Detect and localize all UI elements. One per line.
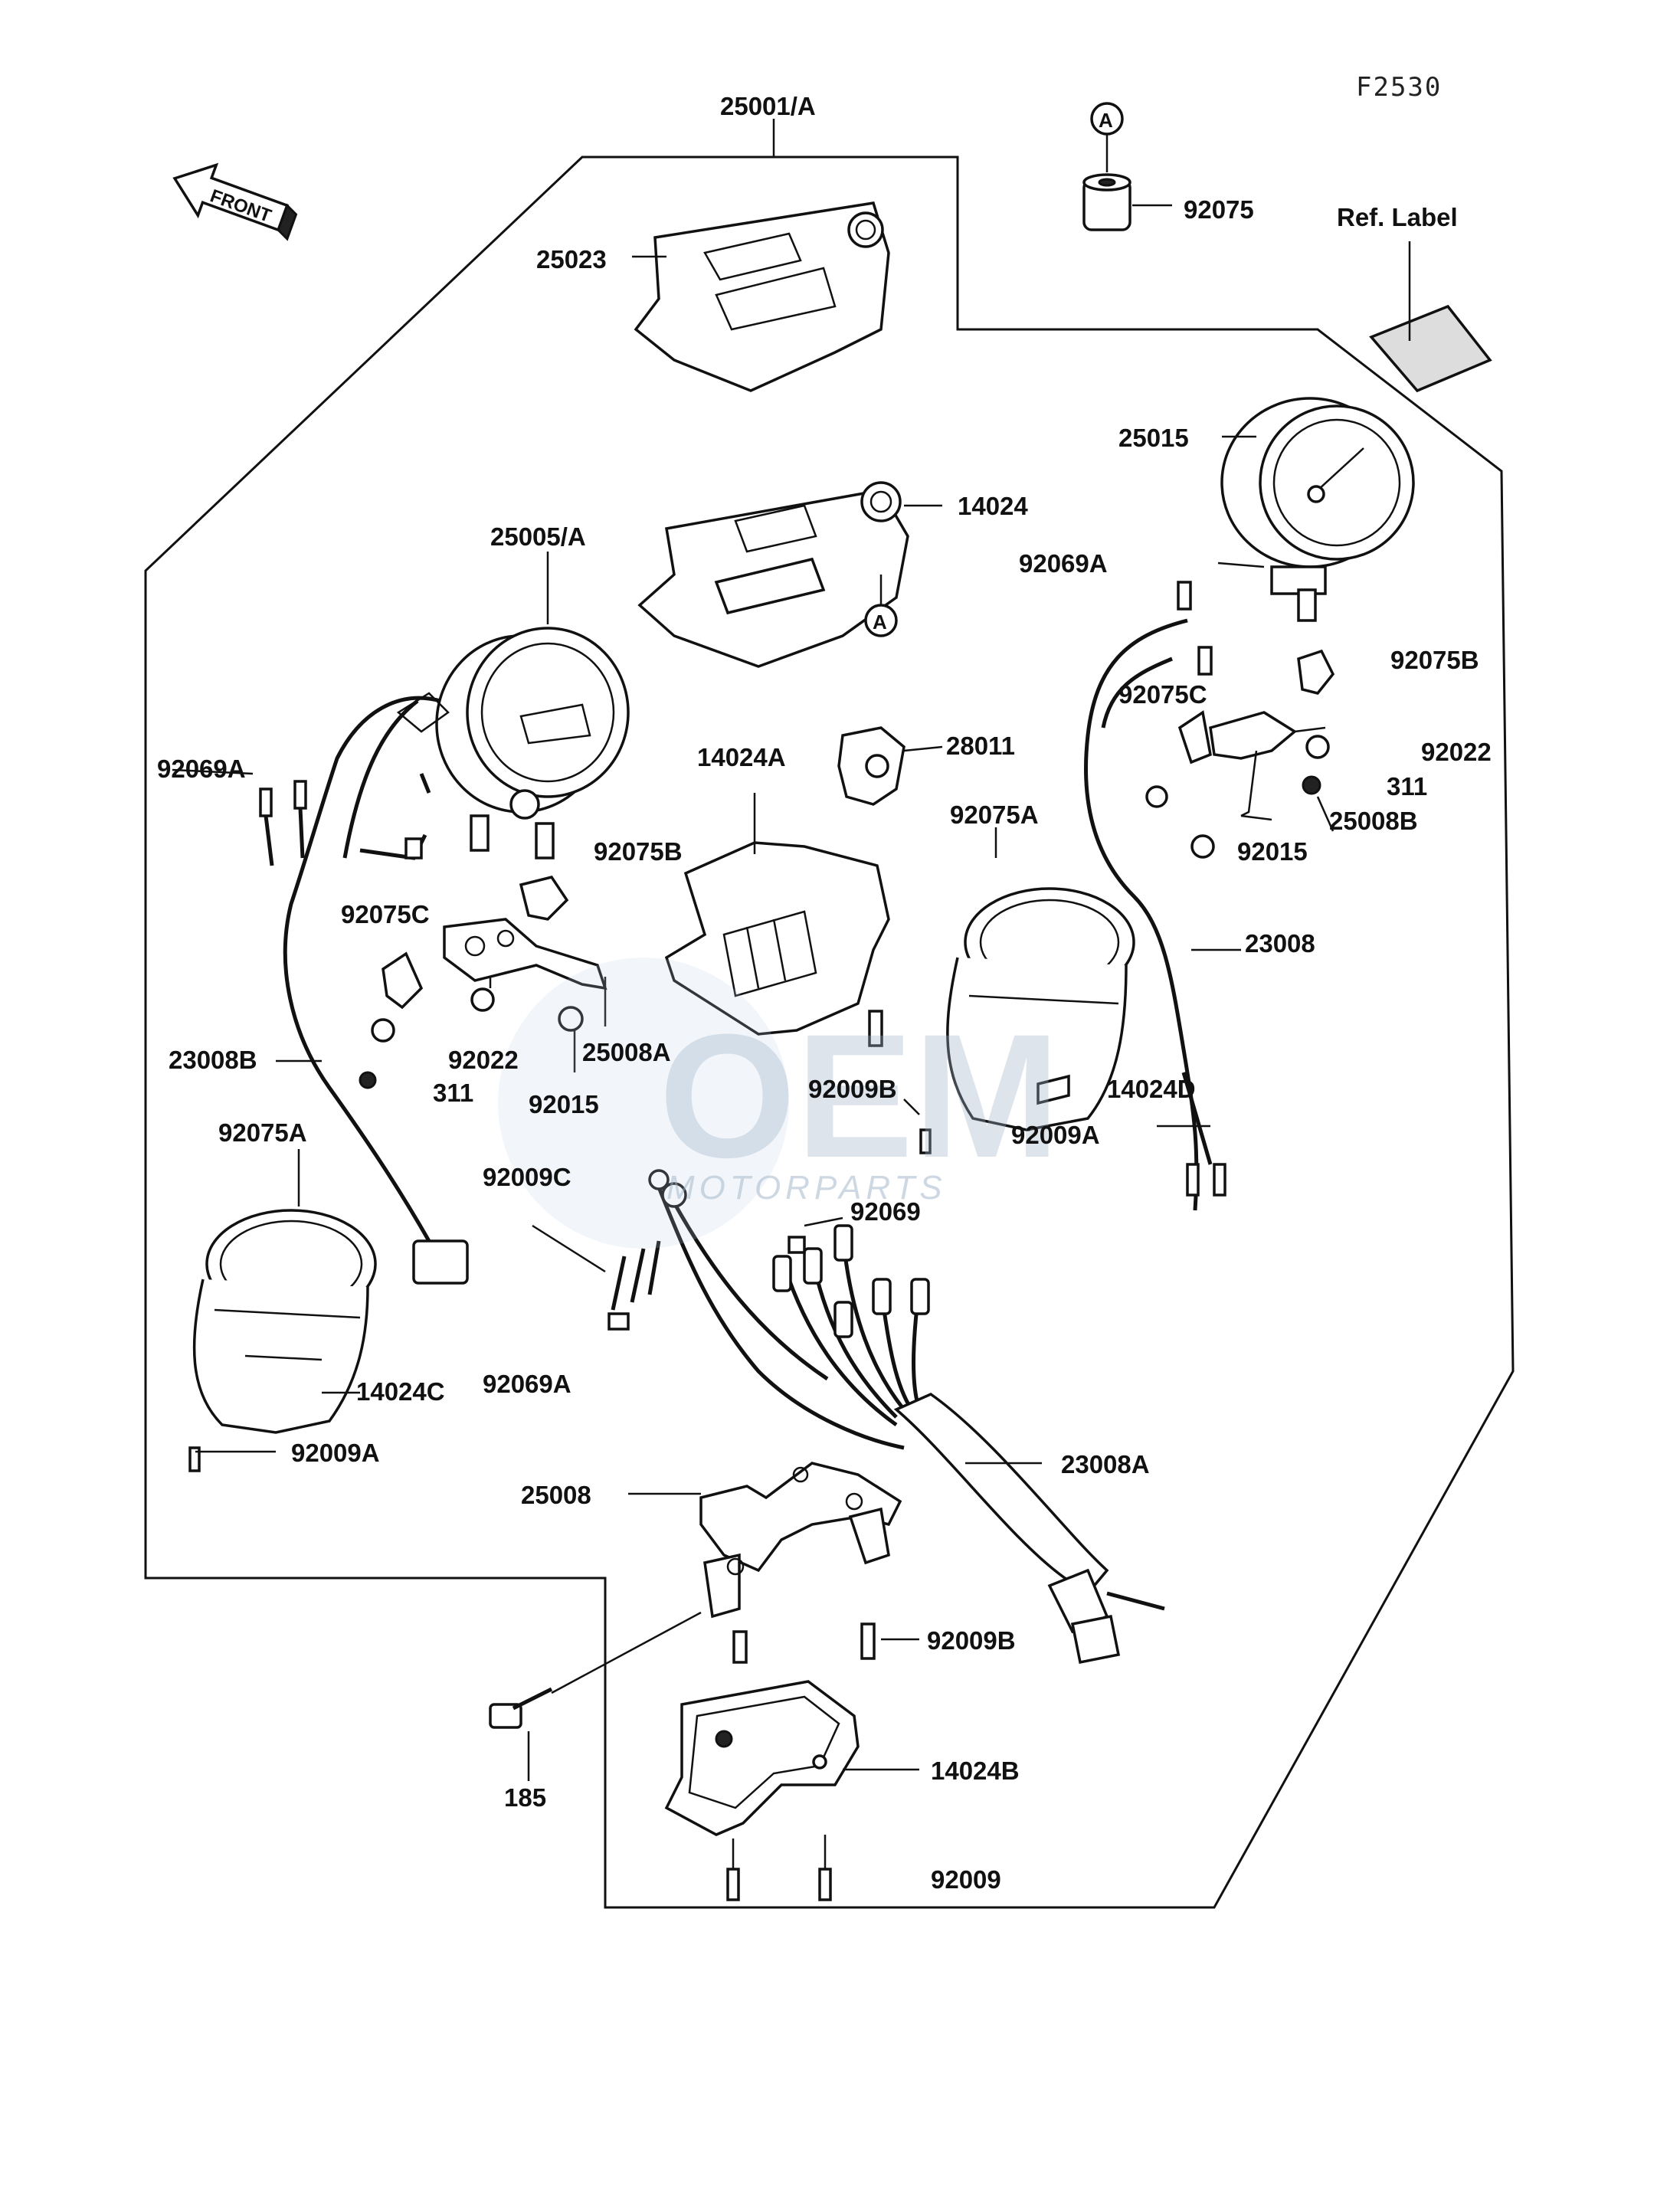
- marker-a-circle-top: A: [1090, 102, 1124, 136]
- part-label: 92075C: [341, 900, 430, 928]
- part-label: 25023: [536, 245, 607, 273]
- part-label: 185: [504, 1783, 546, 1812]
- part-label: 92015: [529, 1090, 599, 1118]
- svg-text:A: A: [1099, 109, 1113, 132]
- part-label: 92069: [850, 1197, 921, 1226]
- part-label: 92069A: [1019, 549, 1108, 578]
- tachometer-part: [1220, 397, 1415, 622]
- speedometer-part: [435, 552, 630, 859]
- upper-meter-cover-part: [632, 201, 890, 392]
- part-label: 25008: [521, 1481, 591, 1509]
- ref-label-text: Ref. Label: [1337, 203, 1458, 231]
- part-label: 25001/A: [720, 92, 816, 120]
- left-meter-bracket-part: [359, 876, 607, 1089]
- part-label: 92009: [931, 1865, 1001, 1894]
- left-meter-boot-part: [188, 1149, 377, 1472]
- sensor-socket-part: [837, 726, 943, 806]
- marker-a-circle-cover: A: [864, 604, 898, 637]
- rubber-damper-part: [1082, 134, 1172, 231]
- meter-cover-part: [637, 481, 942, 668]
- part-label: 23008B: [169, 1046, 257, 1074]
- watermark-logo: OEM MOTORPARTS: [498, 958, 1060, 1249]
- right-meter-harness-part: [1084, 581, 1241, 1211]
- part-label: 92009C: [483, 1163, 571, 1191]
- part-label: 14024B: [931, 1757, 1020, 1785]
- part-label: 92075: [1184, 195, 1254, 224]
- part-label: 92015: [1237, 837, 1308, 866]
- part-label: 92009A: [1011, 1121, 1100, 1149]
- main-meter-harness-part: [607, 1169, 1165, 1665]
- part-label: 311: [433, 1079, 473, 1107]
- part-label: 92009A: [291, 1439, 380, 1467]
- lower-meter-cover-part: [664, 1680, 919, 1901]
- part-label: 92009B: [808, 1075, 897, 1103]
- assembly-boundary: [144, 156, 1515, 1909]
- part-label: 92075A: [218, 1118, 307, 1147]
- part-label: 92075C: [1118, 680, 1207, 709]
- main-meter-bracket-part: [551, 1462, 919, 1694]
- part-label: 23008A: [1061, 1450, 1150, 1478]
- part-label: 14024D: [1107, 1075, 1196, 1103]
- part-label: 14024: [958, 492, 1028, 520]
- part-label: 92069A: [157, 755, 246, 783]
- right-meter-bracket-part: [1145, 649, 1335, 859]
- part-label: 92069A: [483, 1370, 571, 1398]
- svg-text:MOTORPARTS: MOTORPARTS: [666, 1169, 947, 1207]
- part-label: 92022: [1421, 738, 1492, 766]
- part-label: 25015: [1118, 424, 1189, 452]
- indicator-housing-part: [664, 793, 890, 1047]
- screw-set-part: [532, 1224, 661, 1311]
- part-label: 25008B: [1329, 807, 1418, 835]
- svg-text:OEM: OEM: [659, 997, 1060, 1194]
- part-label: 92022: [448, 1046, 519, 1074]
- drawing-code: F2530: [1356, 72, 1442, 103]
- front-arrow: FRONT: [172, 162, 298, 241]
- part-label: 14024A: [697, 743, 786, 771]
- part-label: 92075B: [1390, 646, 1479, 674]
- right-meter-boot-part: [919, 827, 1135, 1154]
- part-labels: 25001/A 92075 25023 25015 14024 92069A 2…: [157, 92, 1492, 1894]
- part-label: 23008: [1245, 929, 1315, 958]
- ref-label-sticker: [1369, 241, 1492, 393]
- part-label: 25005/A: [490, 522, 586, 551]
- svg-text:A: A: [873, 611, 887, 634]
- bulb-socket-part: [259, 780, 423, 866]
- part-label: 92009B: [927, 1626, 1016, 1655]
- part-label: 92075B: [594, 837, 683, 866]
- part-label: 14024C: [356, 1377, 445, 1406]
- leader-lines: [172, 119, 1335, 1453]
- mounting-bolt-part: [489, 1687, 553, 1781]
- part-label: 92075A: [950, 801, 1039, 829]
- part-label: 25008A: [582, 1038, 671, 1066]
- bulb-set-part: [772, 1216, 930, 1338]
- part-label: 311: [1387, 772, 1427, 801]
- part-label: 28011: [946, 732, 1015, 760]
